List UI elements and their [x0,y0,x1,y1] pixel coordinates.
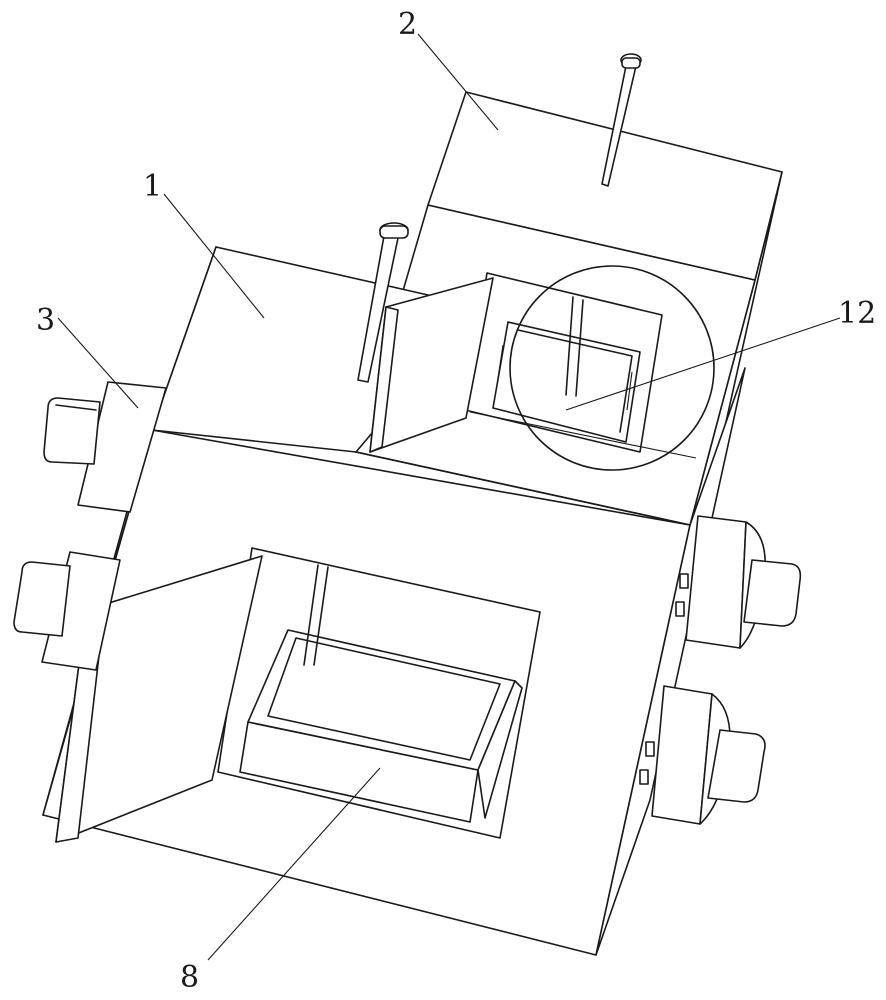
upper-drawer-mark-left [496,344,504,386]
leader-3 [57,317,139,409]
leader-12 [565,317,841,411]
lower-drawer-inner [267,637,501,761]
right-clamp-upper-tab-a [679,573,689,589]
pin-left-cap [379,225,409,239]
pin-left [357,222,409,383]
lower-rod-a [303,564,319,666]
label-12: 12 [838,296,876,331]
right-clamp-lower-tab-b [639,769,649,785]
upper-drawer-rail [469,411,697,459]
right-clamp-upper-bolt [743,559,802,627]
upper-drawer-inner [517,329,633,433]
right-clamp-lower [639,685,766,825]
pin-right [601,53,642,187]
body-right-face [595,367,746,956]
left-clamp-upper-bolt-edge [55,404,97,411]
label-2: 2 [398,7,417,42]
upper-drawer-mark-right [626,371,633,411]
label-8: 8 [180,960,199,995]
detail-circle [509,265,715,471]
left-clamp-upper-bolt [43,397,101,465]
right-clamp-upper [675,515,802,649]
left-clamp-lower-bolt [13,561,71,637]
upper-drawer-rod-a [565,296,574,396]
lower-window [55,547,541,843]
lower-drawer-right-wall [477,680,523,819]
right-clamp-lower-tab-a [645,741,655,757]
right-clamp-lower-bolt [707,729,766,803]
label-1: 1 [143,169,162,204]
left-clamp-upper [43,381,167,513]
upper-window [369,265,715,471]
leader-8 [207,767,381,961]
upper-drawer-rod-b [575,299,584,397]
upper-door-edge [369,306,399,453]
leader-1 [163,193,265,319]
pin-right-cap [621,57,641,69]
leader-lines [57,33,841,961]
upper-box-top-face [427,91,783,281]
right-clamp-upper-tab-b [675,601,685,617]
left-clamp-lower [13,551,121,671]
label-3: 3 [36,303,55,338]
leader-2 [417,33,499,131]
lower-rod-b [313,566,329,666]
upper-box-lower-edge [355,451,691,526]
